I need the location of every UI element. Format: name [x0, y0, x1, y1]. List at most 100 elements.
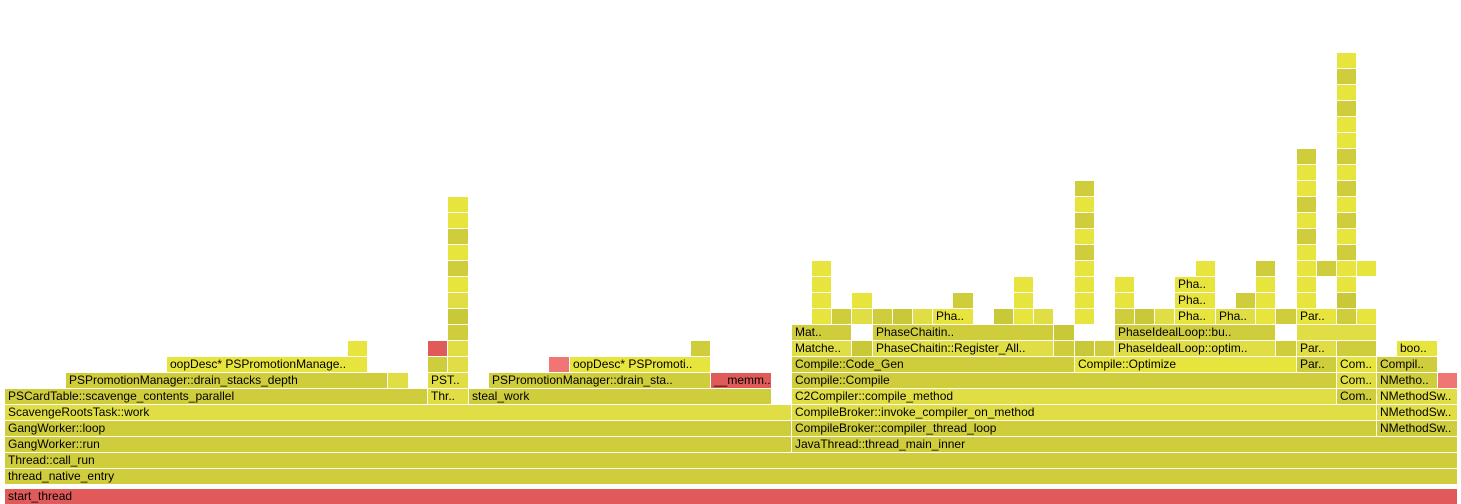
stack-frame-unlabeled[interactable] [1357, 261, 1377, 276]
stack-frame[interactable]: ScavengeRootsTask::work [5, 405, 792, 420]
stack-frame-unlabeled[interactable] [1115, 309, 1135, 324]
stack-frame-unlabeled[interactable] [1297, 293, 1317, 308]
stack-frame-unlabeled[interactable] [1075, 245, 1095, 260]
stack-frame-unlabeled[interactable] [1095, 341, 1115, 356]
stack-frame-unlabeled[interactable] [1014, 277, 1034, 292]
stack-frame[interactable]: NMethodSw.. [1377, 389, 1458, 404]
stack-frame-unlabeled[interactable] [1297, 325, 1377, 340]
stack-frame-unlabeled[interactable] [1297, 229, 1317, 244]
stack-frame[interactable]: C2Compiler::compile_method [792, 389, 1337, 404]
stack-frame[interactable]: start_thread [5, 489, 1458, 504]
stack-frame[interactable]: Mat.. [792, 325, 852, 340]
stack-frame-unlabeled[interactable] [1075, 309, 1095, 324]
stack-frame-unlabeled[interactable] [348, 341, 368, 356]
stack-frame-unlabeled[interactable] [1438, 373, 1458, 388]
stack-frame[interactable]: oopDesc* PSPromotionManage.. [167, 357, 368, 372]
stack-frame-unlabeled[interactable] [873, 309, 893, 324]
stack-frame-unlabeled[interactable] [812, 261, 832, 276]
stack-frame-unlabeled[interactable] [1337, 133, 1357, 148]
stack-frame-unlabeled[interactable] [448, 197, 469, 212]
stack-frame[interactable]: steal_work [469, 389, 772, 404]
stack-frame[interactable]: Pha.. [1175, 277, 1216, 292]
stack-frame-unlabeled[interactable] [1337, 53, 1357, 68]
stack-frame-unlabeled[interactable] [428, 341, 448, 356]
stack-frame-unlabeled[interactable] [1337, 165, 1357, 180]
stack-frame-unlabeled[interactable] [448, 261, 469, 276]
stack-frame-unlabeled[interactable] [812, 277, 832, 292]
stack-frame-unlabeled[interactable] [1337, 85, 1357, 100]
stack-frame-unlabeled[interactable] [812, 309, 832, 324]
stack-frame-unlabeled[interactable] [448, 213, 469, 228]
stack-frame[interactable]: PhaseChaitin::Register_All.. [873, 341, 1054, 356]
stack-frame[interactable]: CompileBroker::invoke_compiler_on_method [792, 405, 1377, 420]
stack-frame[interactable]: GangWorker::run [5, 437, 792, 452]
stack-frame-unlabeled[interactable] [1337, 149, 1357, 164]
stack-frame[interactable]: Pha.. [933, 309, 974, 324]
stack-frame-unlabeled[interactable] [1357, 309, 1377, 324]
stack-frame[interactable]: PSPromotionManager::drain_sta.. [489, 373, 711, 388]
stack-frame[interactable]: Par.. [1297, 309, 1337, 324]
stack-frame[interactable]: Matche.. [792, 341, 852, 356]
stack-frame-unlabeled[interactable] [1337, 229, 1357, 244]
stack-frame-unlabeled[interactable] [1075, 341, 1095, 356]
stack-frame-unlabeled[interactable] [994, 309, 1014, 324]
stack-frame-unlabeled[interactable] [1337, 293, 1357, 308]
stack-frame[interactable]: CompileBroker::compiler_thread_loop [792, 421, 1377, 436]
stack-frame-unlabeled[interactable] [1054, 325, 1075, 340]
stack-frame[interactable]: Com.. [1337, 357, 1377, 372]
stack-frame-unlabeled[interactable] [1276, 341, 1297, 356]
stack-frame[interactable]: PhaseIdealLoop::optim.. [1115, 341, 1276, 356]
stack-frame[interactable]: Pha.. [1175, 309, 1216, 324]
stack-frame[interactable]: Compil.. [1377, 357, 1438, 372]
stack-frame[interactable]: boo.. [1397, 341, 1438, 356]
stack-frame-unlabeled[interactable] [1297, 181, 1317, 196]
stack-frame-unlabeled[interactable] [1155, 309, 1175, 324]
stack-frame-unlabeled[interactable] [448, 357, 469, 372]
stack-frame[interactable]: NMethodSw.. [1377, 405, 1458, 420]
stack-frame-unlabeled[interactable] [1075, 181, 1095, 196]
stack-frame-unlabeled[interactable] [1337, 213, 1357, 228]
stack-frame-unlabeled[interactable] [1075, 229, 1095, 244]
stack-frame-unlabeled[interactable] [1014, 293, 1034, 308]
stack-frame-unlabeled[interactable] [1297, 277, 1317, 292]
stack-frame[interactable]: Par.. [1297, 341, 1337, 356]
stack-frame[interactable]: Pha.. [1175, 293, 1216, 308]
stack-frame-unlabeled[interactable] [1337, 69, 1357, 84]
stack-frame-unlabeled[interactable] [852, 293, 873, 308]
stack-frame-unlabeled[interactable] [448, 229, 469, 244]
stack-frame[interactable]: Par.. [1297, 357, 1337, 372]
stack-frame[interactable]: PST.. [428, 373, 469, 388]
stack-frame-unlabeled[interactable] [1075, 197, 1095, 212]
stack-frame-unlabeled[interactable] [448, 309, 469, 324]
stack-frame[interactable]: PhaseChaitin.. [873, 325, 1054, 340]
stack-frame-unlabeled[interactable] [893, 309, 913, 324]
stack-frame[interactable]: PSCardTable::scavenge_contents_parallel [5, 389, 428, 404]
stack-frame-unlabeled[interactable] [448, 325, 469, 340]
stack-frame-unlabeled[interactable] [1256, 277, 1276, 292]
stack-frame-unlabeled[interactable] [428, 357, 448, 372]
stack-frame-unlabeled[interactable] [913, 309, 933, 324]
stack-frame-unlabeled[interactable] [1075, 293, 1095, 308]
stack-frame[interactable]: Compile::Code_Gen [792, 357, 1075, 372]
stack-frame[interactable]: PSPromotionManager::drain_stacks_depth [66, 373, 388, 388]
stack-frame[interactable]: NMethodSw.. [1377, 421, 1458, 436]
stack-frame-unlabeled[interactable] [1297, 213, 1317, 228]
stack-frame-unlabeled[interactable] [1337, 117, 1357, 132]
stack-frame-unlabeled[interactable] [1256, 261, 1276, 276]
stack-frame-unlabeled[interactable] [691, 341, 711, 356]
stack-frame-unlabeled[interactable] [1337, 277, 1357, 292]
stack-frame-unlabeled[interactable] [1297, 245, 1317, 260]
stack-frame-unlabeled[interactable] [388, 373, 409, 388]
stack-frame-unlabeled[interactable] [1014, 309, 1034, 324]
stack-frame-unlabeled[interactable] [1297, 261, 1317, 276]
stack-frame-unlabeled[interactable] [1297, 165, 1317, 180]
stack-frame[interactable]: __memm.. [711, 373, 772, 388]
stack-frame[interactable]: Com.. [1337, 373, 1377, 388]
stack-frame[interactable]: thread_native_entry [5, 469, 1458, 484]
stack-frame-unlabeled[interactable] [1075, 213, 1095, 228]
stack-frame-unlabeled[interactable] [448, 341, 469, 356]
stack-frame-unlabeled[interactable] [953, 293, 974, 308]
stack-frame-unlabeled[interactable] [1034, 309, 1054, 324]
stack-frame-unlabeled[interactable] [812, 293, 832, 308]
stack-frame[interactable]: JavaThread::thread_main_inner [792, 437, 1458, 452]
